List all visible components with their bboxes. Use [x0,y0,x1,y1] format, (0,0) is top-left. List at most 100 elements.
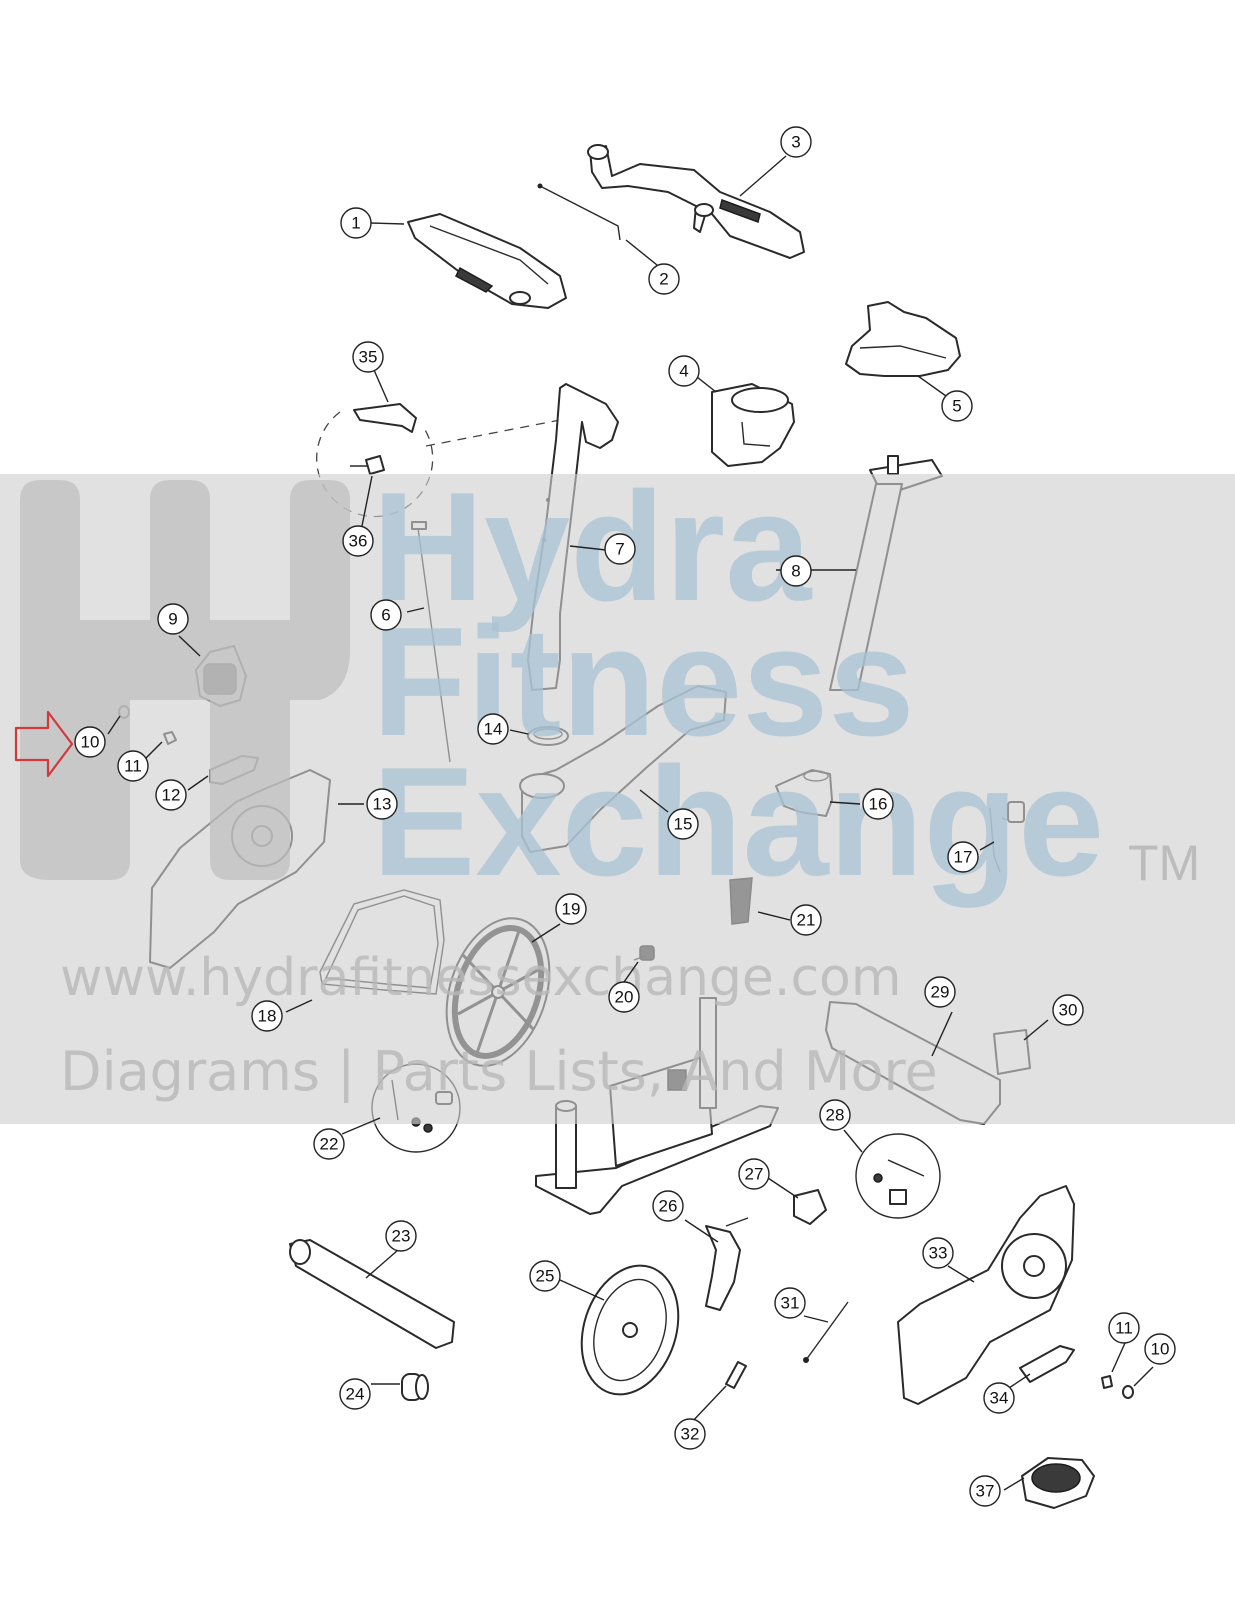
callout-5: 5 [941,390,973,422]
svg-text:17: 17 [954,848,973,867]
callout-17: 17 [947,841,979,873]
svg-text:23: 23 [392,1227,411,1246]
callout-30: 30 [1052,994,1084,1026]
svg-text:20: 20 [615,988,634,1007]
callout-11-left: 11 [117,750,149,782]
svg-text:6: 6 [381,606,390,625]
callout-18: 18 [251,1000,283,1032]
svg-text:11: 11 [1115,1319,1133,1338]
svg-text:16: 16 [869,795,888,814]
callout-6: 6 [370,599,402,631]
svg-text:8: 8 [791,562,800,581]
watermark: Hydra Fitness Exchange TM www.hydrafitne… [0,460,1235,1124]
svg-text:12: 12 [162,786,181,805]
part-28-hardware-kit [855,1133,941,1219]
svg-text:1: 1 [351,214,360,233]
svg-text:37: 37 [976,1482,995,1501]
svg-text:30: 30 [1059,1001,1078,1020]
svg-text:31: 31 [781,1294,800,1313]
svg-text:33: 33 [929,1244,948,1263]
callout-7: 7 [604,533,636,565]
part-31-rod [803,1301,849,1363]
watermark-line-hydra: Hydra [372,460,813,633]
callout-19: 19 [555,893,587,925]
svg-text:18: 18 [258,1007,277,1026]
svg-text:24: 24 [346,1385,365,1404]
svg-text:13: 13 [373,795,392,814]
svg-text:9: 9 [168,610,177,629]
svg-text:10: 10 [1151,1340,1170,1359]
svg-text:21: 21 [797,911,816,930]
part-37-pedal [1021,1457,1095,1509]
callout-27: 27 [738,1158,770,1190]
part-25-wheel [580,1264,680,1396]
part-27-bracket [793,1189,827,1225]
callout-14: 14 [477,713,509,745]
callout-20: 20 [608,981,640,1013]
callout-16: 16 [862,788,894,820]
callouts: 1 2 3 4 5 6 7 8 9 10 11 12 13 14 15 16 1… [74,126,1176,1507]
part-23-front-stabilizer [289,1239,455,1349]
svg-text:7: 7 [615,540,624,559]
svg-text:26: 26 [659,1197,678,1216]
part-26-brake-arm [705,1217,749,1311]
callout-15: 15 [667,808,699,840]
callout-36: 36 [342,525,374,557]
svg-text:11: 11 [124,757,142,776]
part-3-handlebar [587,144,805,259]
callout-9: 9 [157,603,189,635]
part-24-transport-wheel [401,1373,429,1401]
callout-34: 34 [983,1382,1015,1414]
callout-8: 8 [780,555,812,587]
watermark-tagline: Diagrams | Parts Lists, And More [60,1040,938,1103]
svg-text:27: 27 [745,1165,764,1184]
part-33-right-housing [897,1185,1075,1405]
part-10-11-right [1101,1375,1134,1399]
part-2-cable [537,183,621,241]
callout-26: 26 [652,1190,684,1222]
watermark-url: www.hydrafitnessexchange.com [60,948,902,1008]
part-35-36-cluster [316,403,561,518]
callout-35: 35 [352,341,384,373]
callout-1: 1 [340,207,372,239]
callout-24: 24 [339,1378,371,1410]
callout-13: 13 [366,788,398,820]
callout-10-right: 10 [1144,1333,1176,1365]
callout-12: 12 [155,779,187,811]
svg-text:36: 36 [349,532,368,551]
callout-29: 29 [924,976,956,1008]
callout-37: 37 [969,1475,1001,1507]
callout-32: 32 [674,1418,706,1450]
callout-25: 25 [529,1260,561,1292]
callout-10-left: 10 [74,726,106,758]
svg-text:28: 28 [826,1106,845,1125]
svg-text:22: 22 [320,1135,339,1154]
svg-text:15: 15 [674,815,693,834]
leader-lines [107,155,1154,1491]
svg-text:25: 25 [536,1267,555,1286]
svg-text:5: 5 [952,397,961,416]
callout-22: 22 [313,1128,345,1160]
svg-text:14: 14 [484,720,503,739]
callout-28: 28 [819,1099,851,1131]
svg-text:19: 19 [562,900,581,919]
callout-23: 23 [385,1220,417,1252]
callout-3: 3 [780,126,812,158]
svg-text:3: 3 [791,133,800,152]
part-5-seat [845,301,961,377]
callout-33: 33 [922,1237,954,1269]
svg-text:34: 34 [990,1389,1009,1408]
callout-31: 31 [774,1287,806,1319]
highlight-arrow-icon [14,710,74,778]
svg-text:35: 35 [359,348,378,367]
callout-4: 4 [668,355,700,387]
part-34-crank-arm [1019,1345,1075,1383]
callout-11-right: 11 [1108,1312,1140,1344]
svg-text:10: 10 [81,733,100,752]
svg-text:29: 29 [931,983,950,1002]
watermark-line-exchange: Exchange [372,735,1104,908]
callout-2: 2 [648,263,680,295]
svg-text:4: 4 [679,362,688,381]
watermark-line-fitness: Fitness [372,595,915,768]
